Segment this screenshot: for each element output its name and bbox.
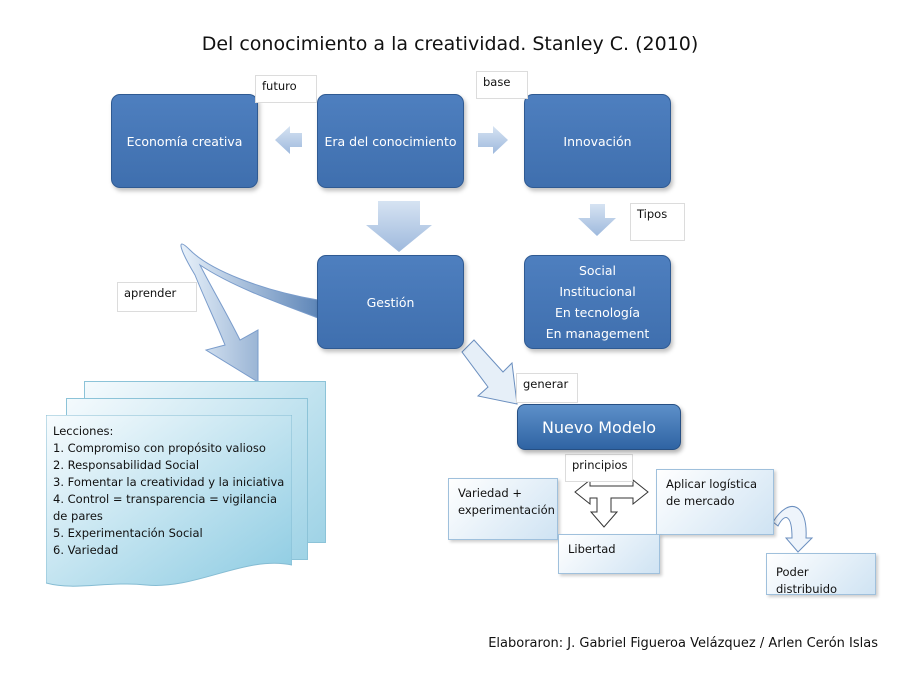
leccion-item: 1. Compromiso con propósito valioso: [53, 441, 266, 455]
box-economia-label: Economía creativa: [126, 133, 243, 149]
arrow-left: [275, 126, 302, 154]
leccion-item: 3. Fomentar la creatividad y la iniciati…: [53, 475, 285, 489]
box-gestion-label: Gestión: [366, 294, 415, 310]
tipo-social: Social: [578, 263, 617, 278]
tag-aprender: aprender: [117, 282, 197, 312]
leccion-item: 6. Variedad: [53, 543, 119, 557]
leccion-item: 5. Experimentación Social: [53, 526, 203, 540]
tag-futuro: futuro: [255, 75, 317, 103]
arrow-right: [478, 126, 508, 154]
box-nuevo-modelo: Nuevo Modelo: [517, 404, 681, 450]
note-logistica: Aplicar logística de mercado: [656, 469, 774, 535]
box-era-conocimiento: Era del conocimiento: [317, 94, 464, 188]
page-title: Del conocimiento a la creatividad. Stanl…: [201, 33, 699, 55]
box-era-label: Era del conocimiento: [324, 133, 457, 149]
arrow-down-tipos: [578, 204, 616, 236]
box-innovacion-label: Innovación: [563, 133, 632, 149]
arrow-down-gestion: [366, 201, 432, 252]
box-tipos-innovacion: Social Institucional En tecnología En ma…: [524, 255, 671, 349]
box-innovacion: Innovación: [524, 94, 671, 188]
note-libertad: Libertad: [558, 534, 660, 574]
arrow-curve-poder: [772, 505, 814, 553]
tipo-management: En management: [545, 326, 650, 341]
arrow-principios-cross: [574, 478, 649, 528]
tag-generar: generar: [516, 373, 578, 403]
leccion-item: 2. Responsabilidad Social: [53, 458, 200, 472]
tag-base: base: [476, 71, 528, 99]
tag-principios: principios: [565, 454, 633, 482]
tipo-tecnologia: En tecnología: [554, 305, 641, 320]
box-economia-creativa: Economía creativa: [111, 94, 258, 188]
lecciones-title: Lecciones:: [53, 424, 114, 438]
lecciones-doc-shape: [46, 415, 292, 587]
leccion-item: 4. Control = transparencia = vigilancia …: [53, 492, 277, 523]
tag-tipos: Tipos: [630, 203, 685, 241]
arrow-curve-aprender: [180, 243, 319, 383]
tipo-institucional: Institucional: [559, 284, 636, 299]
footer-credits: Elaboraron: J. Gabriel Figueroa Velázque…: [488, 636, 878, 651]
note-poder-distribuido: Poder distribuido: [766, 553, 876, 596]
box-gestion: Gestión: [317, 255, 464, 349]
note-variedad: Variedad + experimentación: [448, 478, 558, 540]
nuevo-modelo-label: Nuevo Modelo: [541, 417, 657, 437]
lecciones-doc: Lecciones: 1. Compromiso con propósito v…: [46, 415, 292, 589]
arrow-diagonal-generar: [461, 339, 518, 405]
